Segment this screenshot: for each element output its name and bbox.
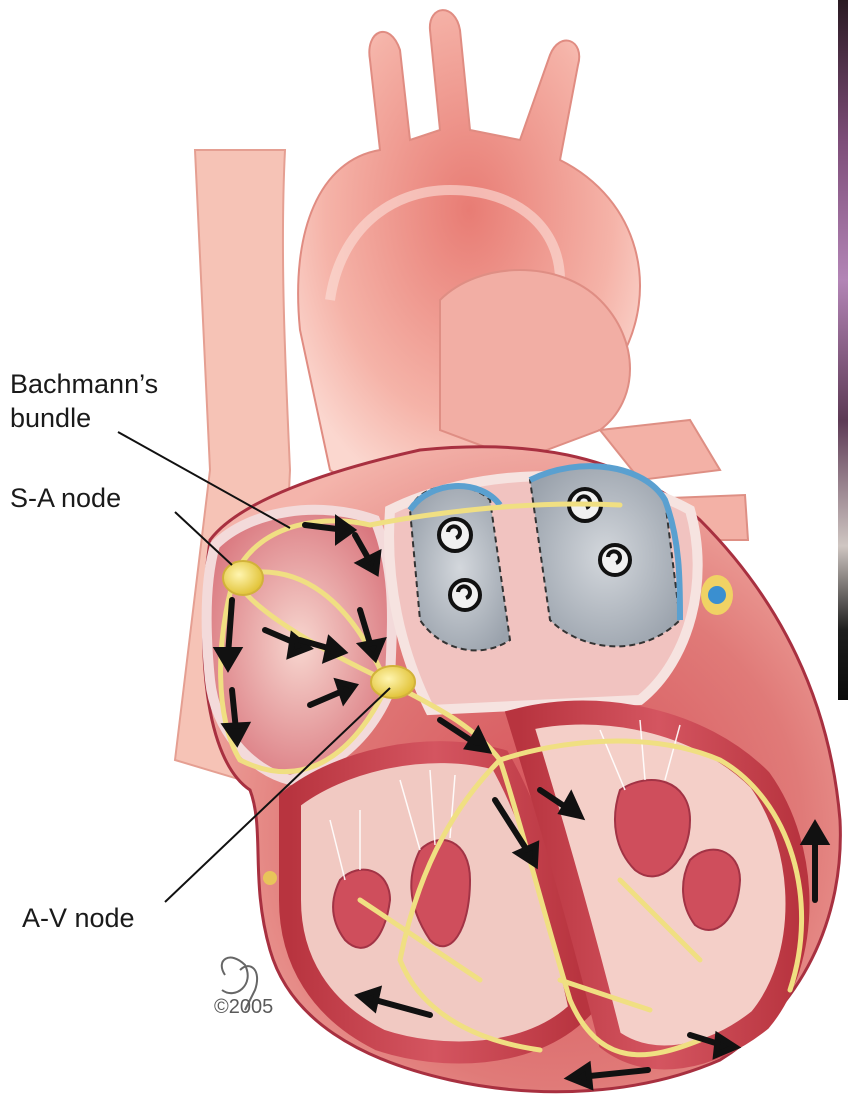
av-node-shape: [371, 666, 415, 698]
adjacent-photo-edge: [838, 0, 848, 700]
bachmanns-bundle-label-line1: Bachmann’s: [10, 368, 158, 401]
sa-node-shape: [223, 561, 263, 595]
sa-node-label: S-A node: [10, 482, 121, 515]
av-node-label: A-V node: [22, 902, 135, 935]
bachmanns-bundle-label-line2: bundle: [10, 402, 91, 435]
copyright-text: ©2005: [214, 996, 273, 1019]
